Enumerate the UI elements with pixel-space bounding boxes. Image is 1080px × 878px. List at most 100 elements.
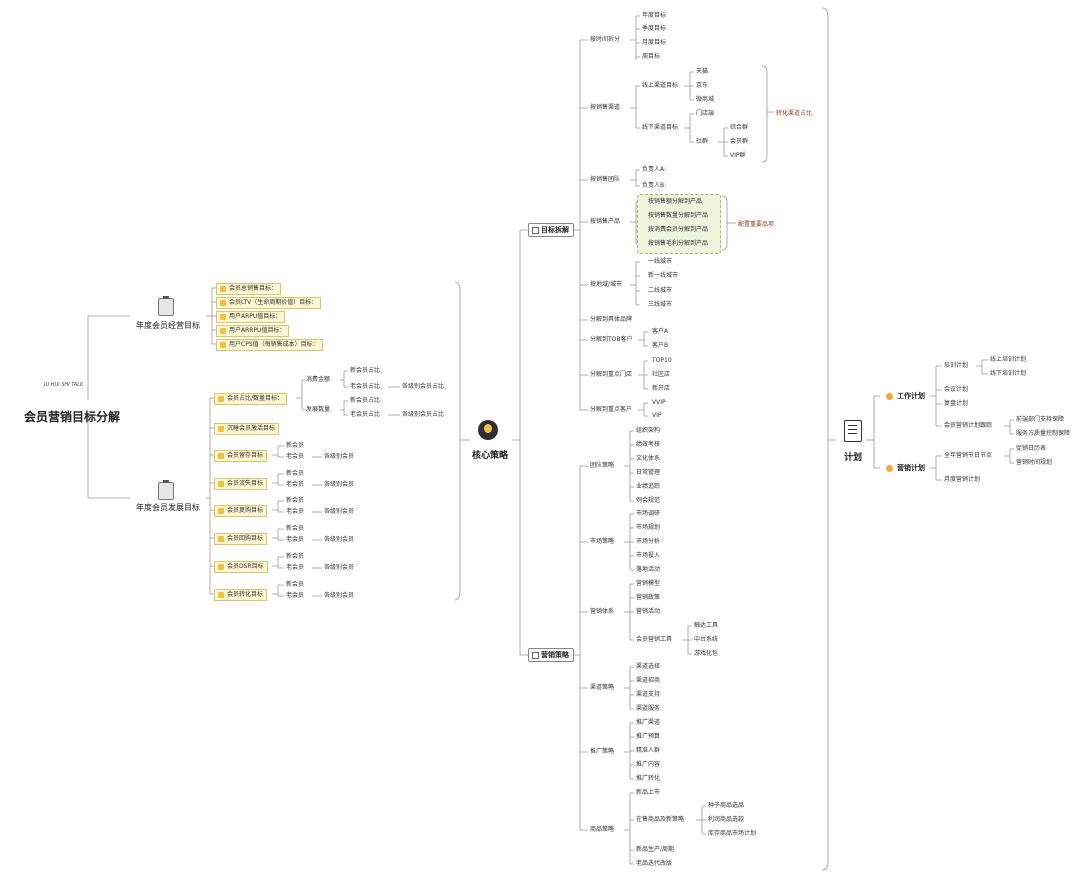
dev-group-1-b[interactable]: 老会员 (286, 481, 305, 488)
market-team-item-2[interactable]: 文化体系 (636, 455, 661, 462)
meeting-plan[interactable]: 会议计划 (944, 386, 969, 393)
branch-dev-title[interactable]: 年度会员发展目标 (136, 503, 200, 512)
core-title[interactable]: 核心策略 (472, 451, 509, 461)
by-time-1[interactable]: 季度目标 (642, 25, 667, 32)
market-sys-label[interactable]: 营销体系 (590, 608, 615, 615)
count-share-b[interactable]: 老会员占比 (350, 411, 381, 418)
dev-group-0-c[interactable]: 各级别会员 (324, 453, 355, 460)
community-0[interactable]: 综合群 (730, 124, 749, 131)
by-region-label[interactable]: 按地域/城市 (590, 281, 623, 288)
community-channel[interactable]: 社群 (696, 138, 709, 145)
training-plan[interactable]: 培训计划 (944, 362, 969, 369)
region-2[interactable]: 二线城市 (648, 287, 673, 294)
by-tob-label[interactable]: 分解到TOB客户 (590, 336, 633, 343)
mkt-tracking-0[interactable]: 前端部门支持保障 (1016, 416, 1065, 423)
market-promo-item-0[interactable]: 推广渠道 (636, 719, 661, 726)
dev-group-1[interactable]: 会员流失目标 (214, 478, 268, 490)
market-promo-label[interactable]: 推广策略 (590, 748, 615, 755)
plan-item-2[interactable]: 库存商品市场计划 (708, 830, 757, 837)
dev-group-2-c[interactable]: 各级别会员 (324, 508, 355, 515)
online-channel[interactable]: 线上渠道目标 (642, 82, 679, 89)
by-time-0[interactable]: 年度目标 (642, 12, 667, 19)
store-2[interactable]: 新开店 (652, 385, 671, 392)
key-1[interactable]: VIP (652, 412, 662, 419)
root-title[interactable]: 会员营销目标分解 (24, 410, 121, 424)
branch-ops-title[interactable]: 年度会员经营目标 (136, 321, 200, 330)
dev-group-5[interactable]: 会员转化目标 (214, 589, 268, 601)
by-brand[interactable]: 分解到具体品牌 (590, 316, 633, 323)
product-end[interactable]: 老品迭代改版 (636, 860, 673, 867)
offline-channel[interactable]: 线下渠道目标 (642, 124, 679, 131)
ops-item-1[interactable]: 会员LTV（生命周期价值）目标： (216, 297, 322, 309)
sales-share-a[interactable]: 新会员占比 (350, 367, 381, 374)
market-channel-item-1[interactable]: 渠道招商 (636, 677, 661, 684)
market-mkt-item-0[interactable]: 市场调研 (636, 510, 661, 517)
market-mkt-item-1[interactable]: 市场规划 (636, 524, 661, 531)
ops-item-2[interactable]: 用户ARPU值目标： (216, 311, 286, 323)
market-channel-label[interactable]: 渠道策略 (590, 684, 615, 691)
sales-share-b[interactable]: 老会员占比 (350, 383, 381, 390)
region-0[interactable]: 一线城市 (648, 258, 673, 265)
product-develop[interactable]: 新品生产/周期 (636, 846, 675, 853)
by-time-3[interactable]: 周目标 (642, 53, 661, 60)
ops-item-0[interactable]: 会员总销售目标： (216, 283, 282, 295)
market-promo-item-3[interactable]: 推广内容 (636, 761, 661, 768)
dev-group-3-c[interactable]: 各级别会员 (324, 536, 355, 543)
online-1[interactable]: 京东 (696, 82, 709, 89)
market-mkt-item-3[interactable]: 市场投入 (636, 552, 661, 559)
annual-nodes[interactable]: 全年营销节日节点 (944, 452, 993, 459)
product-1[interactable]: 按销售数量分解到产品 (648, 212, 709, 219)
market-mkt-label[interactable]: 市场策略 (590, 538, 615, 545)
dev-group-2-a[interactable]: 新会员 (286, 497, 305, 504)
mkt-tracking[interactable]: 会员营销计划跟踪 (944, 422, 993, 429)
by-product-label[interactable]: 按销售产品 (590, 218, 621, 225)
market-team-item-4[interactable]: 业绩追踪 (636, 483, 661, 490)
dev-group-0-b[interactable]: 老会员 (286, 453, 305, 460)
ops-item-3[interactable]: 用户ARRPU值目标： (216, 325, 290, 337)
market-promo-item-2[interactable]: 精准人群 (636, 747, 661, 754)
dev-group-5-b[interactable]: 老会员 (286, 592, 305, 599)
dev-group-0[interactable]: 会员留存目标 (214, 450, 268, 462)
market-team-item-0[interactable]: 组织架构 (636, 427, 661, 434)
dev-group-5-c[interactable]: 各级别会员 (324, 592, 355, 599)
market-promo-item-4[interactable]: 推广转化 (636, 775, 661, 782)
community-1[interactable]: 会员群 (730, 138, 749, 145)
dev-group-4[interactable]: 会员DSR目标 (214, 561, 268, 573)
market-sys-item-0[interactable]: 营销模型 (636, 580, 661, 587)
plan-title[interactable]: 计划 (844, 453, 863, 463)
product-3[interactable]: 按销售毛利分解到产品 (648, 240, 709, 247)
by-store-label[interactable]: 分解到重点门店 (590, 371, 633, 378)
market-mkt-item-4[interactable]: 落地活动 (636, 566, 661, 573)
tool-2[interactable]: 游戏化包 (694, 650, 719, 657)
dev-ratio[interactable]: 会员占比/数量目标： (214, 393, 288, 405)
dev-group-3[interactable]: 会员回购目标 (214, 533, 268, 545)
annual-1[interactable]: 营销时间规划 (1016, 459, 1053, 466)
market-promo-item-1[interactable]: 推广预算 (636, 733, 661, 740)
by-key-label[interactable]: 分解到重点客户 (590, 406, 633, 413)
market-sys-item-1[interactable]: 营销政策 (636, 594, 661, 601)
market-team-item-3[interactable]: 日常管理 (636, 469, 661, 476)
by-team-label[interactable]: 按销售团队 (590, 176, 621, 183)
work-plan[interactable]: 工作计划 (884, 391, 928, 402)
training-1[interactable]: 线下培训计划 (990, 370, 1027, 377)
store-0[interactable]: TOP10 (652, 357, 672, 364)
mkt-tracking-1[interactable]: 服务方质量控制保障 (1016, 430, 1071, 437)
market-channel-item-2[interactable]: 渠道支持 (636, 691, 661, 698)
region-3[interactable]: 三线城市 (648, 301, 673, 308)
dev-group-5-a[interactable]: 新会员 (286, 581, 305, 588)
market-channel-item-0[interactable]: 渠道选择 (636, 663, 661, 670)
annual-0[interactable]: 促销日历表 (1016, 445, 1047, 452)
product-label[interactable]: 商品策略 (590, 826, 615, 833)
plan-item-0[interactable]: 种子商品选品 (708, 802, 745, 809)
marketing-plan[interactable]: 营销计划 (884, 463, 928, 474)
goal-title[interactable]: 目标拆解 (528, 223, 574, 237)
by-time-label[interactable]: 按时间拆分 (590, 36, 621, 43)
count-share-a[interactable]: 新会员占比 (350, 397, 381, 404)
dev-group-2[interactable]: 会员复购目标 (214, 505, 268, 517)
count-share-label[interactable]: 发展数量 (306, 406, 331, 413)
tool-1[interactable]: 中台系统 (694, 636, 719, 643)
team-0[interactable]: 负责人A: (642, 166, 667, 173)
store-1[interactable]: 社区店 (652, 371, 671, 378)
dev-group-4-b[interactable]: 老会员 (286, 564, 305, 571)
dev-group-3-a[interactable]: 新会员 (286, 525, 305, 532)
